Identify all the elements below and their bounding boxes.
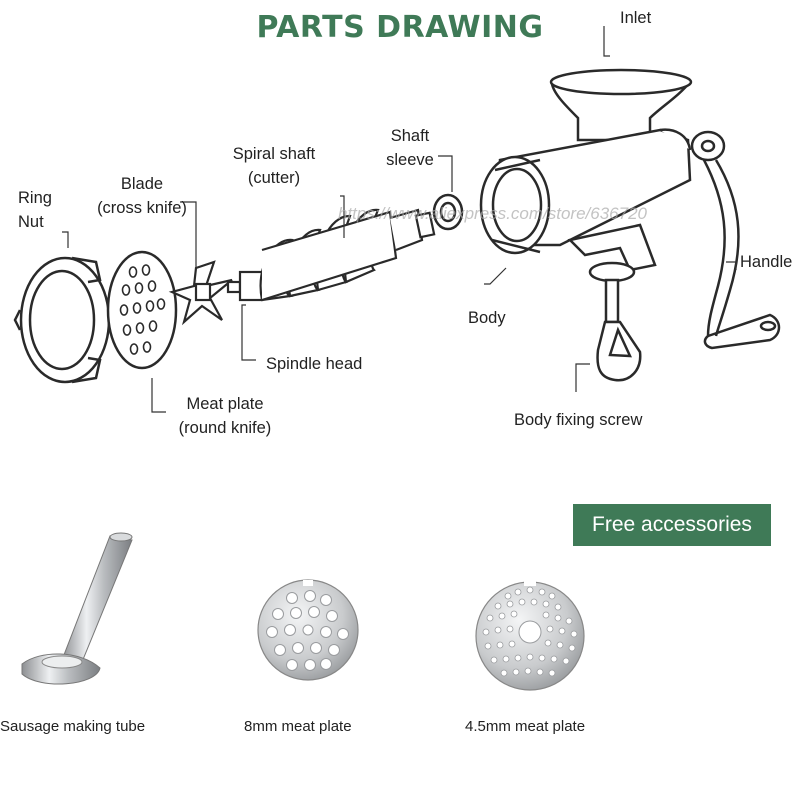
caption-4-5mm-plate: 4.5mm meat plate — [465, 718, 586, 735]
label-shaft-sleeve-line1: Shaft — [390, 127, 430, 145]
page-title: PARTS DRAWING — [256, 10, 544, 45]
4-5mm-plate-icon — [475, 580, 585, 691]
watermark: https://www.aliexpress.com/store/636720 — [338, 204, 647, 223]
label-ring-nut-line1: Ring — [18, 189, 52, 207]
leader-lines — [62, 26, 737, 413]
label-spindle-head: Spindle head — [266, 355, 363, 373]
caption-8mm-plate: 8mm meat plate — [244, 718, 352, 735]
clamp-screw-icon — [588, 261, 642, 382]
8mm-plate-icon — [257, 579, 359, 681]
label-body-fixing-screw: Body fixing screw — [514, 411, 643, 429]
cross-blade-icon — [168, 260, 233, 326]
label-meat-plate-line1: Meat plate — [186, 395, 264, 413]
label-body: Body — [468, 309, 506, 327]
label-spiral-shaft-line1: Spiral shaft — [232, 145, 316, 163]
label-inlet: Inlet — [620, 9, 652, 27]
handle-icon — [690, 130, 781, 350]
label-spiral-shaft-line2: (cutter) — [247, 169, 301, 187]
label-blade-line1: Blade — [120, 175, 164, 193]
label-shaft-sleeve: Shaft sleeve — [378, 124, 442, 172]
label-meat-plate-line2: (round knife) — [178, 419, 272, 437]
grinder-body-icon — [479, 68, 693, 272]
label-ring-nut-line2: Nut — [18, 213, 44, 231]
shaft-sleeve-icon — [432, 193, 464, 231]
label-ring-nut: Ring Nut — [18, 186, 52, 234]
label-handle: Handle — [740, 253, 793, 271]
meat-plate-icon — [106, 250, 178, 370]
label-blade: Blade (cross knife) — [82, 172, 202, 220]
label-spiral-shaft: Spiral shaft (cutter) — [222, 142, 326, 190]
free-accessories-badge: Free accessories — [573, 504, 771, 546]
sausage-tube-icon — [21, 532, 133, 685]
caption-sausage-tube: Sausage making tube — [0, 718, 146, 735]
label-blade-line2: (cross knife) — [97, 199, 187, 217]
spiral-shaft-icon — [226, 208, 436, 302]
ring-nut-icon — [13, 256, 111, 384]
label-meat-plate: Meat plate (round knife) — [168, 392, 282, 440]
label-shaft-sleeve-line2: sleeve — [386, 151, 434, 169]
